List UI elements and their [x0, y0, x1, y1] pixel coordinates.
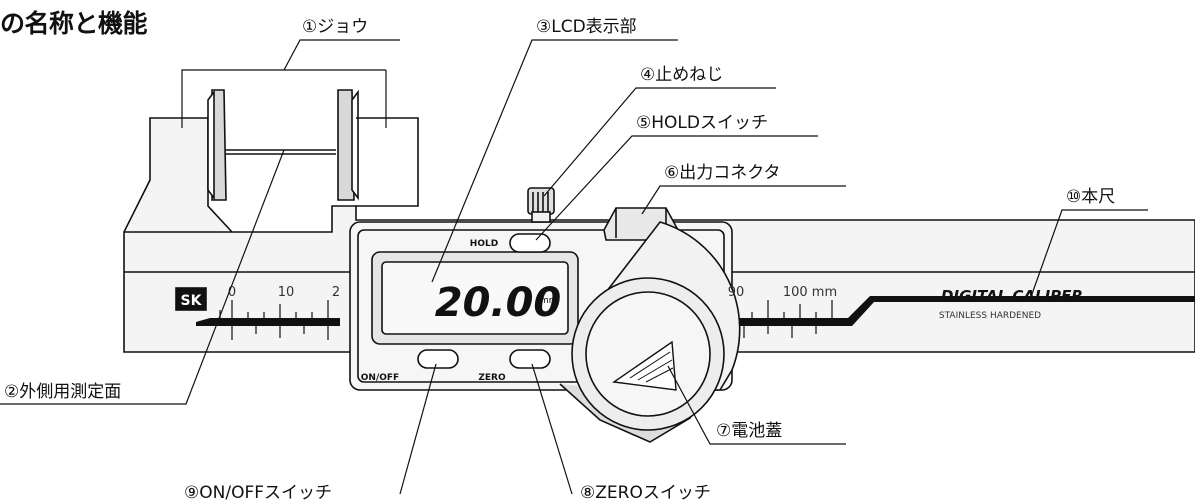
device-buttons [417, 233, 551, 369]
scale-number: 10 [278, 285, 295, 300]
lock-screw [527, 187, 555, 223]
label-outer-face: ②外側用測定面 [4, 382, 121, 402]
leader-lines [0, 39, 1148, 495]
leader-lcd [431, 39, 678, 283]
caliper-drawing [123, 89, 1195, 443]
label-lcd: ③LCD表示部 [536, 17, 637, 37]
scale-number: 90 [728, 285, 745, 300]
onoff-button-text: ON/OFF [361, 373, 399, 383]
dial-lobe [559, 221, 741, 443]
product-subtitle: STAINLESS HARDENED [939, 311, 1041, 321]
scale-number: 0 [228, 285, 236, 300]
device-texts: SK 20.00 mm HOLD ON/OFF ZERO 0 10 2 90 1… [181, 239, 1083, 383]
leader-connector [641, 185, 846, 215]
leader-main-scale [1031, 209, 1148, 295]
leader-onoff [399, 363, 437, 495]
fixed-jaw [207, 89, 336, 201]
brand-mark-box [175, 287, 207, 311]
label-jaw: ①ジョウ [302, 17, 368, 37]
label-lock-screw: ④止めねじ [640, 65, 723, 85]
slider-jaw [337, 89, 419, 207]
leader-battery [667, 365, 846, 445]
label-output-connector: ⑥出力コネクタ [664, 163, 781, 183]
label-battery-cover: ⑦電池蓋 [716, 421, 782, 441]
ruler-ticks [219, 300, 833, 340]
scale-number: 100 mm [783, 285, 837, 300]
product-name: DIGITAL CALIPER [941, 287, 1083, 305]
label-onoff-switch: ⑨ON/OFFスイッチ [184, 483, 332, 503]
callout-labels: ①ジョウ ②外側用測定面 ③LCD表示部 ④止めねじ ⑤HOLDスイッチ ⑥出力… [4, 17, 1115, 503]
scale-number: 2 [332, 285, 340, 300]
label-hold-switch: ⑤HOLDスイッチ [636, 113, 768, 133]
lcd-value: 20.00 [435, 280, 562, 326]
leader-outer-face [0, 149, 285, 405]
zero-button-text: ZERO [478, 373, 506, 383]
brand-mark: SK [181, 293, 203, 309]
lcd-unit: mm [540, 296, 558, 306]
label-zero-switch: ⑧ZEROスイッチ [580, 483, 711, 503]
hold-button-text: HOLD [470, 239, 498, 249]
scale-ruler [196, 296, 1195, 340]
label-main-scale: ⑩本尺 [1066, 187, 1115, 207]
leader-zero [531, 363, 573, 495]
page-title: の名称と機能 [0, 9, 148, 38]
leader-hold [535, 135, 818, 241]
leader-lock-screw [543, 87, 776, 197]
